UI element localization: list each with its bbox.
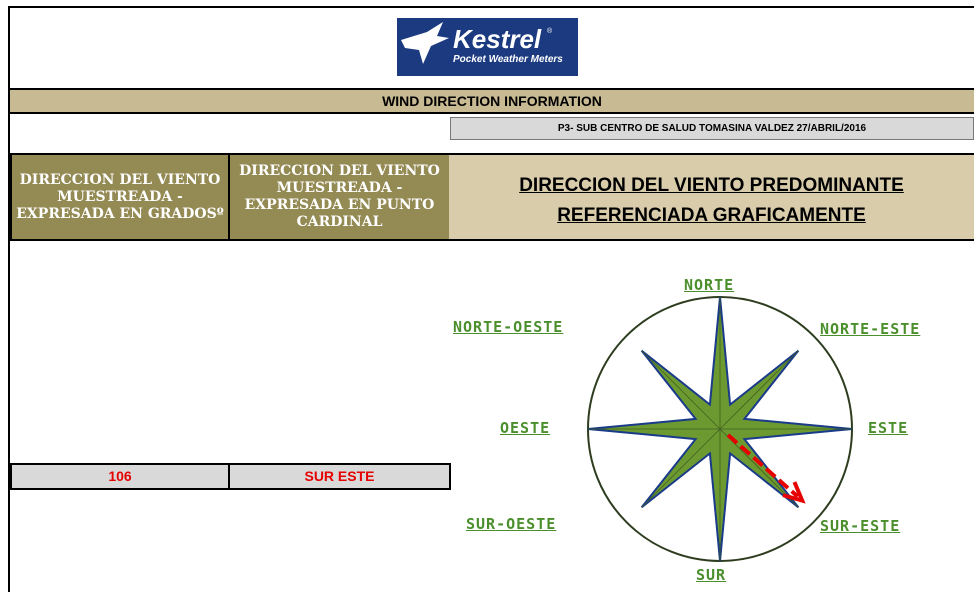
degrees-value: 106 (108, 468, 132, 484)
location-box: P3- SUB CENTRO DE SALUD TOMASINA VALDEZ … (450, 117, 974, 140)
star-ridge (641, 350, 721, 430)
logo-reg-mark: ® (547, 28, 553, 35)
location-text: P3- SUB CENTRO DE SALUD TOMASINA VALDEZ … (557, 123, 867, 134)
cardinal-value-cell: SUR ESTE (228, 463, 451, 490)
label-east: ESTE (868, 419, 909, 437)
star-ridge (641, 428, 721, 508)
label-west: OESTE (500, 419, 551, 437)
degrees-value-cell: 106 (10, 463, 230, 490)
page-title: WIND DIRECTION INFORMATION (382, 93, 602, 109)
header-graphic-line2: REFERENCIADA GRAFICAMENTE (557, 205, 866, 226)
label-north-west: NORTE-OESTE (453, 318, 564, 336)
kestrel-logo: Kestrel ® Pocket Weather Meters (397, 18, 578, 76)
logo-brand: Kestrel (453, 24, 542, 54)
label-south-east: SUR-ESTE (820, 517, 901, 535)
wind-direction-arrow (726, 433, 806, 504)
logo-tagline: Pocket Weather Meters (453, 54, 563, 65)
compass-star (587, 296, 853, 562)
label-north-east: NORTE-ESTE (820, 320, 921, 338)
star-ridge (719, 350, 799, 430)
kestrel-bird-icon (401, 22, 449, 64)
label-south-west: SUR-OESTE (466, 515, 557, 533)
header-cardinal: DIRECCION DEL VIENTO MUESTREADA - EXPRES… (228, 153, 451, 241)
label-north: NORTE (684, 276, 735, 294)
cardinal-value: SUR ESTE (304, 468, 375, 484)
arrow-head (782, 481, 806, 504)
title-bar: WIND DIRECTION INFORMATION (10, 88, 974, 114)
compass-rose (587, 296, 853, 562)
label-south: SUR (696, 566, 727, 584)
arrow-shaft (726, 433, 800, 499)
header-degrees: DIRECCION DEL VIENTO MUESTREADA - EXPRES… (10, 153, 230, 241)
header-graphic-line1: DIRECCION DEL VIENTO PREDOMINANTE (519, 175, 904, 196)
header-graphic: DIRECCION DEL VIENTO PREDOMINANTE REFERE… (449, 153, 974, 241)
